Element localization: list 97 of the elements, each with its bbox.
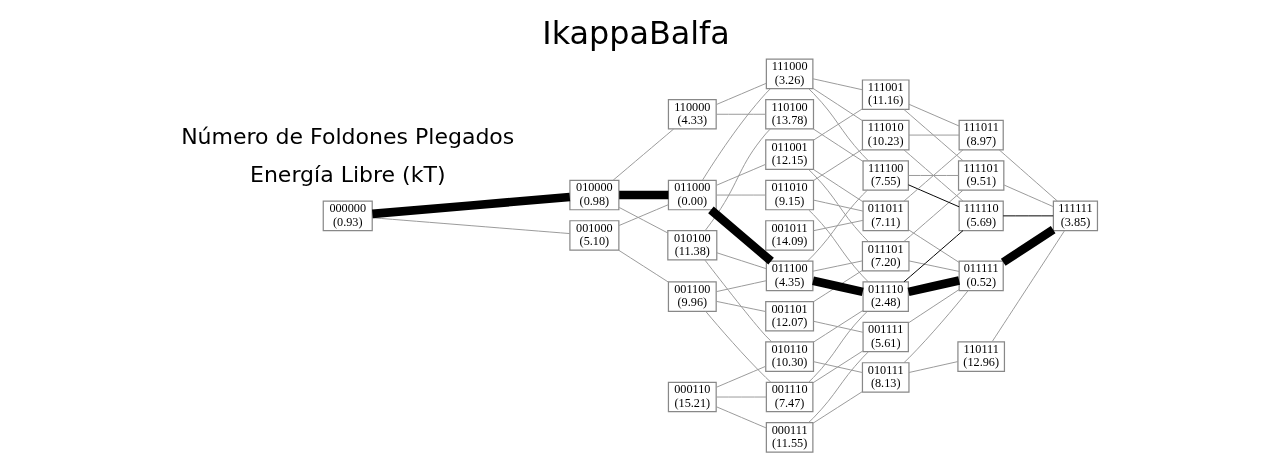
connector bbox=[813, 168, 864, 202]
node-box: 000000 (0.93) bbox=[322, 200, 373, 231]
connector bbox=[371, 216, 571, 234]
node-box: 011110 (2.48) bbox=[862, 280, 909, 312]
connector bbox=[908, 228, 960, 263]
label: Número de Foldones Plegados bbox=[181, 123, 515, 149]
connector bbox=[702, 87, 771, 181]
connector bbox=[716, 82, 767, 105]
node-box: 001011 (14.09) bbox=[765, 219, 815, 251]
connector bbox=[812, 349, 864, 383]
node-box: 011010 (9.15) bbox=[765, 179, 815, 210]
connector bbox=[908, 174, 959, 176]
node-box: 111110 (5.69) bbox=[958, 200, 1004, 231]
connector bbox=[808, 88, 869, 161]
node-box: 111111 (3.85) bbox=[1052, 200, 1099, 231]
node-box: 010000 (0.98) bbox=[569, 179, 620, 210]
connector bbox=[903, 289, 969, 363]
connector bbox=[808, 209, 869, 282]
connector bbox=[716, 194, 767, 196]
connector bbox=[808, 350, 869, 423]
node-box: 011100 (4.35) bbox=[765, 260, 814, 291]
connector bbox=[908, 183, 960, 207]
node-box: 110111 (12.96) bbox=[957, 340, 1006, 372]
connector bbox=[813, 107, 863, 141]
connector bbox=[812, 276, 864, 296]
node-box: 011011 (7.11) bbox=[862, 200, 909, 231]
node-box: 001100 (9.96) bbox=[667, 280, 717, 312]
connector bbox=[813, 320, 864, 333]
connector bbox=[808, 310, 868, 382]
connector bbox=[372, 192, 571, 218]
connector bbox=[704, 128, 771, 231]
connector bbox=[618, 203, 669, 226]
node-box: 111001 (11.16) bbox=[861, 78, 910, 110]
connector bbox=[813, 148, 863, 181]
connector bbox=[908, 103, 960, 126]
connector bbox=[998, 148, 1058, 202]
connector bbox=[813, 360, 863, 373]
connector bbox=[813, 309, 864, 343]
connector bbox=[716, 113, 767, 115]
connector bbox=[908, 360, 959, 373]
node-box: 011111 (0.52) bbox=[958, 260, 1004, 291]
diagram-title: IkappaBalfa bbox=[542, 13, 730, 52]
node-box: 001000 (5.10) bbox=[569, 219, 620, 251]
connector bbox=[716, 251, 767, 269]
connector bbox=[903, 108, 964, 161]
connector bbox=[812, 87, 863, 121]
connector bbox=[716, 163, 767, 186]
connector bbox=[812, 390, 863, 424]
node-box: 110100 (13.78) bbox=[765, 98, 815, 130]
connector bbox=[908, 259, 960, 272]
node-box: 110000 (4.33) bbox=[667, 98, 717, 130]
connector bbox=[907, 275, 961, 296]
connector bbox=[708, 206, 774, 264]
node-box: 111000 (3.26) bbox=[765, 58, 814, 89]
connector bbox=[808, 168, 869, 242]
connector bbox=[1002, 214, 1054, 216]
connector bbox=[813, 199, 864, 212]
connector bbox=[618, 206, 669, 233]
connector bbox=[716, 300, 767, 312]
node-box: 001101 (12.07) bbox=[765, 300, 815, 332]
connector bbox=[716, 279, 767, 292]
connector bbox=[716, 396, 767, 397]
node-box: 111011 (8.97) bbox=[958, 119, 1004, 150]
label: Energía Libre (kT) bbox=[249, 161, 446, 187]
connector bbox=[991, 229, 1065, 342]
node-box: 111010 (10.23) bbox=[861, 119, 910, 150]
node-box: 111101 (9.51) bbox=[957, 159, 1005, 191]
connector bbox=[908, 134, 960, 136]
node-box: 010110 (10.30) bbox=[765, 340, 815, 372]
node-box: 010100 (11.38) bbox=[667, 229, 718, 261]
node-box: 001110 (7.47) bbox=[765, 381, 814, 412]
connector bbox=[618, 249, 669, 282]
node-box: 111100 (7.55) bbox=[862, 159, 909, 191]
node-box: 000110 (15.21) bbox=[667, 381, 717, 412]
connector bbox=[612, 128, 675, 181]
node-box: 001111 (5.61) bbox=[862, 321, 909, 352]
connector bbox=[903, 229, 964, 282]
connector bbox=[716, 365, 767, 388]
connector bbox=[806, 189, 868, 262]
connector bbox=[908, 288, 960, 323]
connector bbox=[619, 190, 669, 199]
connector bbox=[903, 148, 964, 202]
connector bbox=[812, 77, 863, 90]
node-box: 000111 (11.55) bbox=[765, 421, 814, 453]
connector bbox=[1003, 184, 1054, 207]
node-box: 011001 (12.15) bbox=[765, 138, 815, 170]
connector bbox=[704, 259, 773, 342]
connector bbox=[813, 128, 864, 162]
connector bbox=[813, 219, 864, 231]
connector bbox=[813, 269, 863, 302]
connector bbox=[705, 310, 772, 383]
connector bbox=[903, 189, 964, 242]
node-box: 011000 (0.00) bbox=[667, 179, 717, 210]
connector bbox=[716, 405, 767, 428]
node-box: 011101 (7.20) bbox=[861, 240, 910, 272]
node-box: 010111 (8.13) bbox=[861, 361, 910, 393]
connector bbox=[812, 259, 863, 272]
